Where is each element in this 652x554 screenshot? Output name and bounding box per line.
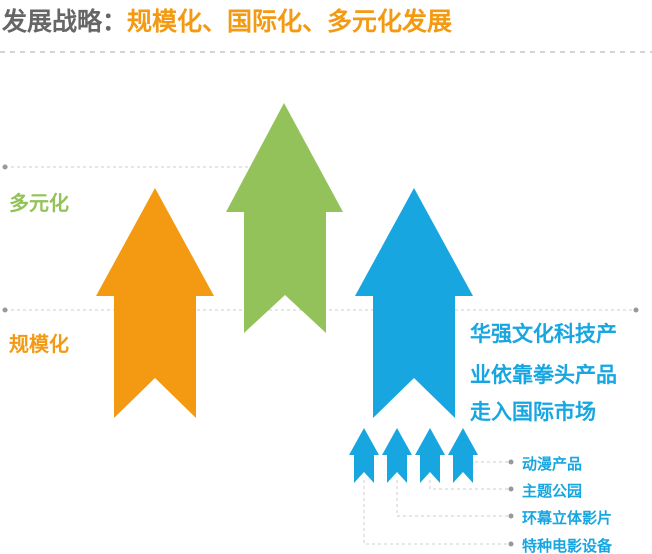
- main-text-line: 华强文化科技产: [470, 322, 617, 346]
- product-arrow: [415, 428, 445, 483]
- diversified-label: 多元化: [9, 191, 69, 215]
- connector-dot: [508, 541, 514, 547]
- product-label: 动漫产品: [522, 455, 583, 473]
- scale-arrow: [96, 188, 214, 418]
- title-prefix: 发展战略：: [2, 7, 128, 36]
- page-title: 发展战略：规模化、国际化、多元化发展: [2, 2, 452, 38]
- main-text-line: 走入国际市场: [470, 400, 596, 424]
- title-highlight: 规模化、国际化、多元化发展: [127, 7, 453, 36]
- guide-dot: [2, 164, 8, 170]
- guide-dot: [2, 307, 8, 313]
- diversified-arrow: [226, 103, 343, 333]
- connector-dot: [508, 486, 514, 492]
- product-label: 特种电影设备: [522, 537, 613, 554]
- product-arrow: [349, 428, 379, 483]
- main-text-line: 业依靠拳头产品: [470, 363, 617, 387]
- guide-dot: [633, 307, 639, 313]
- scale-label: 规模化: [9, 332, 69, 356]
- connector-dot: [508, 459, 514, 465]
- connector-dot: [508, 513, 514, 519]
- connector-line: [363, 480, 510, 545]
- product-label: 环幕立体影片: [522, 509, 613, 527]
- connector-line: [396, 480, 510, 517]
- product-arrow: [448, 428, 478, 483]
- international-arrow: [355, 188, 473, 418]
- product-label: 主题公园: [522, 482, 583, 500]
- product-arrow: [382, 428, 412, 483]
- connector-line: [429, 480, 510, 490]
